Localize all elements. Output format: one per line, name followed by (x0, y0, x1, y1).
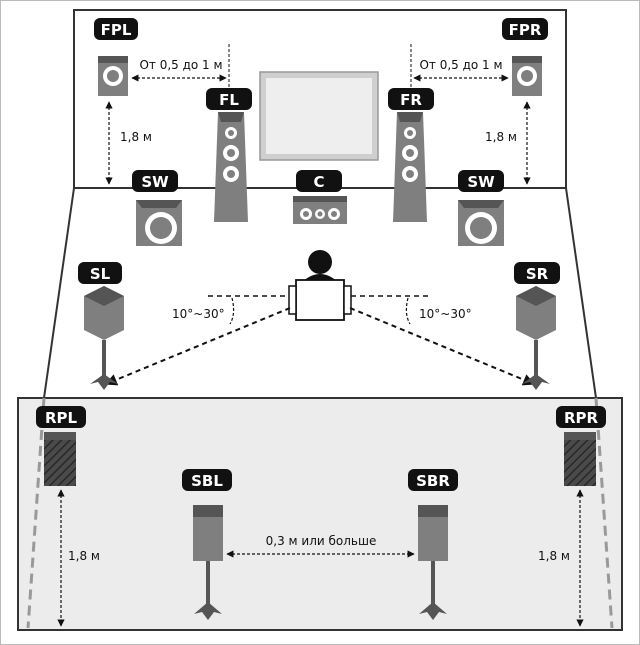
fpl-distance-label: От 0,5 до 1 м (139, 58, 222, 72)
badge-fl: FL (206, 88, 252, 110)
fpl-speaker (98, 56, 128, 96)
sw-left-speaker (136, 200, 182, 246)
badge-sw-left: SW (132, 170, 178, 192)
arrow-to-sr (349, 307, 536, 386)
rpr-height-label: 1,8 м (538, 549, 570, 563)
badge-fpr: FPR (502, 18, 548, 40)
svg-text:SW: SW (141, 173, 169, 191)
badge-fpl: FPL (94, 18, 138, 40)
rpl-speaker (44, 432, 76, 486)
svg-text:SL: SL (90, 265, 111, 283)
svg-text:FPL: FPL (101, 21, 132, 39)
floor-edge-left (43, 187, 75, 399)
svg-text:SR: SR (526, 265, 549, 283)
badge-rpr: RPR (556, 406, 606, 428)
fpr-speaker (512, 56, 542, 96)
badge-sbl: SBL (182, 469, 232, 491)
badge-sbr: SBR (408, 469, 458, 491)
svg-text:RPR: RPR (564, 409, 599, 427)
badge-c: C (296, 170, 342, 192)
tv-icon (259, 71, 379, 161)
fpr-height-label: 1,8 м (485, 130, 517, 144)
badge-sw-right: SW (458, 170, 504, 192)
sbl-speaker (193, 505, 223, 620)
badge-sl: SL (78, 262, 122, 284)
badge-rpl: RPL (36, 406, 86, 428)
sb-distance-label: 0,3 м или больше (266, 534, 377, 548)
sr-speaker (516, 286, 556, 390)
rear-perspective-right (594, 397, 614, 629)
rear-wall (17, 397, 623, 631)
c-speaker (293, 196, 347, 224)
svg-text:FL: FL (219, 91, 239, 109)
fpl-height-label: 1,8 м (120, 130, 152, 144)
angle-arc-left (229, 297, 235, 325)
badge-fr: FR (388, 88, 434, 110)
rpl-height-label: 1,8 м (68, 549, 100, 563)
sl-angle-label: 10°~30° (172, 307, 225, 321)
badge-sr: SR (514, 262, 560, 284)
svg-text:SW: SW (467, 173, 495, 191)
sr-angle-label: 10°~30° (419, 307, 472, 321)
svg-text:FPR: FPR (509, 21, 542, 39)
floor-edge-right (565, 187, 597, 399)
sbr-speaker (418, 505, 448, 620)
svg-text:FR: FR (400, 91, 422, 109)
svg-text:C: C (313, 173, 324, 191)
svg-text:SBL: SBL (191, 472, 223, 490)
fpr-distance-label: От 0,5 до 1 м (419, 58, 502, 72)
sw-right-speaker (458, 200, 504, 246)
listener-icon (288, 250, 352, 321)
svg-text:RPL: RPL (45, 409, 78, 427)
sl-speaker (84, 286, 124, 390)
svg-text:SBR: SBR (416, 472, 450, 490)
angle-arc-right (405, 297, 411, 325)
fr-speaker (393, 112, 427, 222)
rear-perspective-left (26, 397, 46, 629)
arrow-to-sl (104, 307, 291, 386)
fl-speaker (214, 112, 248, 222)
rpr-speaker (564, 432, 596, 486)
